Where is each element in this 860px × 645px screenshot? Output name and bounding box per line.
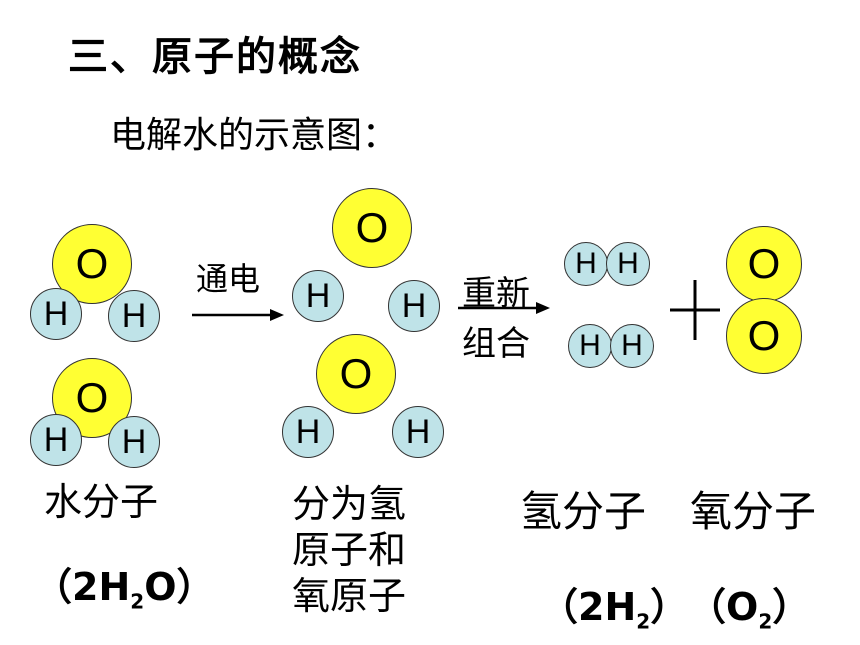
page-title: 三、原子的概念	[68, 34, 362, 80]
arrow-icon	[458, 302, 550, 314]
arrow-label-recombine-2: 组合	[462, 324, 530, 364]
hydrogen-atom: H	[610, 324, 654, 368]
oxygen-formula-part-a: O	[726, 585, 759, 629]
hydrogen-formula-close: ）	[650, 585, 689, 629]
split-atoms-label-line2: 原子和	[292, 528, 407, 572]
hydrogen-atom: H	[292, 270, 344, 322]
arrow-label-electrolysis: 通电	[196, 260, 261, 298]
oxygen-formula-open: （	[688, 585, 727, 629]
hydrogen-atom: H	[108, 290, 160, 342]
hydrogen-formula: （2H2）	[540, 576, 688, 634]
hydrogen-atom: H	[392, 406, 444, 458]
hydrogen-atom: H	[30, 288, 82, 340]
water-formula-open: （	[34, 565, 73, 609]
split-atoms-label-line3: 氧原子	[292, 574, 407, 618]
hydrogen-molecule-label: 氢分子	[520, 487, 647, 536]
split-atoms-label-line1: 分为氢	[292, 482, 407, 526]
hydrogen-formula-subscript: 2	[636, 609, 651, 634]
oxygen-atom: O	[332, 188, 412, 268]
oxygen-formula: （O2）	[688, 576, 810, 634]
hydrogen-atom: H	[108, 416, 160, 468]
diagram-subtitle: 电解水的示意图：	[110, 115, 399, 156]
water-formula-part-b: O	[144, 565, 177, 609]
hydrogen-atom: H	[30, 414, 82, 466]
arrow-icon	[192, 309, 284, 321]
oxygen-formula-close: ）	[772, 585, 811, 629]
hydrogen-atom: H	[388, 280, 440, 332]
water-formula: （2H2O）	[34, 556, 215, 614]
oxygen-molecule-label: 氧分子	[690, 487, 817, 536]
oxygen-atom: O	[726, 298, 802, 374]
hydrogen-atom: H	[568, 324, 612, 368]
water-molecule-label: 水分子	[44, 480, 159, 524]
oxygen-atom: O	[726, 226, 802, 302]
hydrogen-formula-open: （	[540, 585, 579, 629]
oxygen-atom: O	[316, 334, 396, 414]
hydrogen-atom: H	[606, 242, 650, 286]
hydrogen-atom: H	[564, 242, 608, 286]
water-formula-close: ）	[176, 565, 215, 609]
water-formula-part-a: 2H	[72, 565, 131, 609]
hydrogen-atom: H	[282, 406, 334, 458]
hydrogen-formula-part-a: 2H	[578, 585, 637, 629]
plus-icon: +	[670, 280, 720, 340]
oxygen-formula-subscript: 2	[758, 609, 773, 634]
water-formula-subscript: 2	[130, 589, 145, 614]
